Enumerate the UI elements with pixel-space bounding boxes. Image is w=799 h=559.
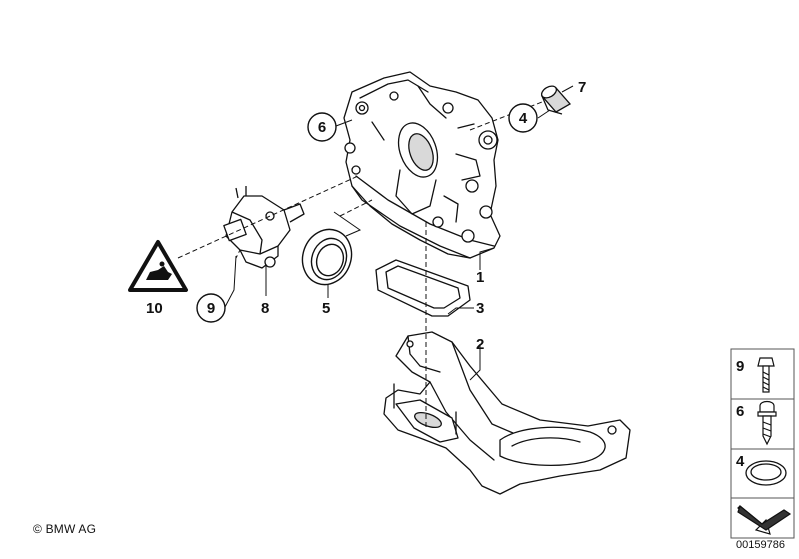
warning-triangle-icon bbox=[128, 240, 188, 292]
svg-text:4: 4 bbox=[519, 110, 528, 127]
leader-lines bbox=[177, 85, 574, 430]
callout-7[interactable]: 7 bbox=[578, 79, 586, 96]
oil-pump-illustration[interactable] bbox=[343, 71, 501, 259]
seal-ring-illustration[interactable] bbox=[295, 222, 359, 291]
bolt-icon bbox=[757, 400, 777, 446]
callout-4[interactable]: 4 bbox=[508, 103, 538, 133]
side-panel-number-6: 6 bbox=[736, 403, 744, 420]
sensor-illustration[interactable] bbox=[223, 186, 305, 269]
suction-pipe-illustration[interactable] bbox=[383, 331, 631, 495]
arrow-icon bbox=[737, 504, 792, 535]
diagram-id: 00159786 bbox=[736, 539, 785, 551]
copyright-text: © BMW AG bbox=[33, 522, 97, 536]
bolt-icon bbox=[757, 357, 775, 393]
callout-2[interactable]: 2 bbox=[476, 336, 484, 353]
side-panel-number-9: 9 bbox=[736, 358, 744, 375]
plug-cap-illustration[interactable] bbox=[540, 84, 572, 115]
callout-6[interactable]: 6 bbox=[307, 112, 337, 142]
callout-9[interactable]: 9 bbox=[196, 293, 226, 323]
callout-3[interactable]: 3 bbox=[476, 300, 484, 317]
svg-text:6: 6 bbox=[318, 119, 326, 136]
callout-1[interactable]: 1 bbox=[476, 269, 484, 286]
callout-5[interactable]: 5 bbox=[322, 300, 330, 317]
callout-10[interactable]: 10 bbox=[146, 300, 163, 317]
side-panel-number-4: 4 bbox=[736, 453, 745, 470]
side-panel: 9 6 4 bbox=[730, 348, 795, 539]
svg-text:9: 9 bbox=[207, 300, 215, 317]
gasket-illustration[interactable] bbox=[375, 259, 471, 317]
callout-8[interactable]: 8 bbox=[261, 300, 269, 317]
seal-ring-icon bbox=[745, 460, 787, 486]
